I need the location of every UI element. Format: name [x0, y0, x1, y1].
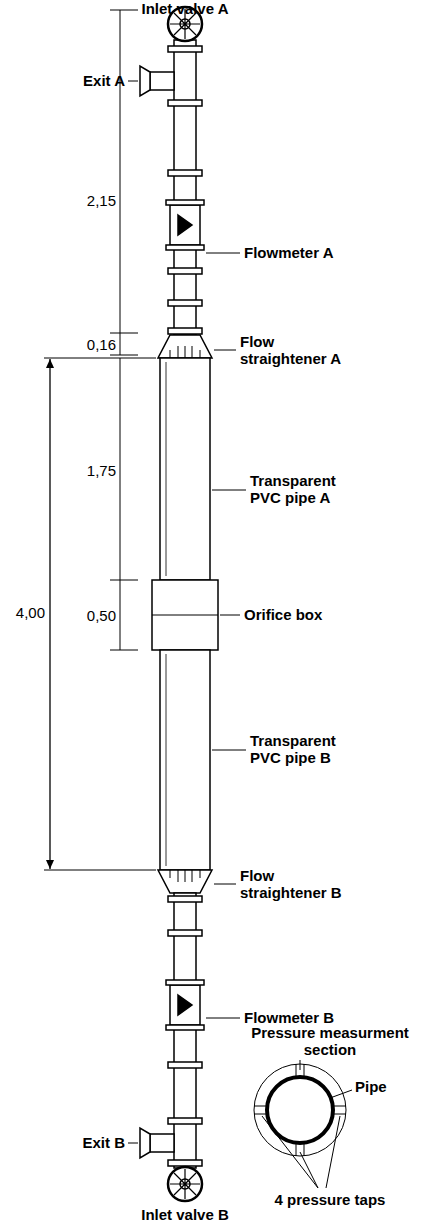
pressure-section: [254, 1060, 352, 1188]
exit-tee: [150, 1134, 174, 1152]
flowmeter: [166, 980, 204, 1030]
transparent-pipe: [160, 650, 210, 870]
dimension-label: 0,50: [66, 607, 116, 624]
flow-straightener: [158, 335, 212, 358]
part-label: Exit B: [45, 1134, 125, 1151]
part-label: Flow straightener B: [240, 867, 352, 901]
part-label: 4 pressure taps: [255, 1191, 405, 1208]
leader-lines: [128, 81, 246, 1143]
upper-pipe: [174, 40, 196, 335]
part-label: Pipe: [355, 1078, 415, 1095]
part-label: Flowmeter B: [244, 1009, 374, 1026]
part-label: Transparent PVC pipe A: [250, 472, 350, 506]
part-label: Inlet valve B: [115, 1206, 255, 1223]
part-label: Flowmeter A: [244, 244, 374, 261]
dimension-label: 4,00: [3, 604, 45, 621]
dimension-lines: [44, 10, 156, 870]
part-label: Flow straightener A: [240, 333, 352, 367]
transparent-pipe: [160, 358, 210, 580]
part-label: Transparent PVC pipe B: [250, 732, 350, 766]
dimension-label: 0,16: [66, 336, 116, 353]
part-label: Exit A: [45, 72, 125, 89]
part-label: Inlet valve A: [115, 0, 255, 17]
dimension-label: 2,15: [66, 192, 116, 209]
exit-tee: [150, 72, 174, 90]
orifice-box: [152, 580, 218, 650]
flow-straightener: [158, 870, 212, 893]
dimension-label: 1,75: [66, 462, 116, 479]
part-label: Orifice box: [244, 606, 364, 623]
flowmeter: [166, 200, 204, 250]
part-label: Pressure measurment section: [240, 1024, 420, 1058]
inlet-valve: [168, 1167, 202, 1201]
